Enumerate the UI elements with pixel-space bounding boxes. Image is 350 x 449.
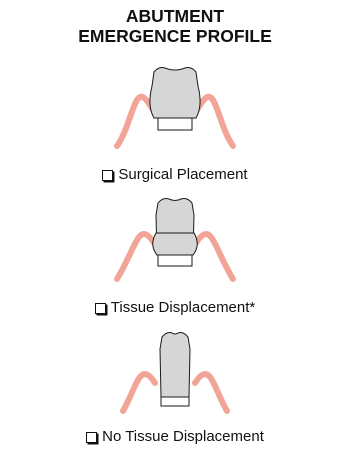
emergence-flare: [153, 233, 198, 255]
implant-platform: [158, 118, 192, 130]
option-label-tissue-displacement: Tissue Displacement*: [111, 299, 256, 317]
option-label-no-tissue-displacement: No Tissue Displacement: [102, 428, 264, 446]
option-tissue-displacement[interactable]: Tissue Displacement*: [0, 299, 350, 317]
gingiva-left: [117, 97, 153, 146]
abutment-body: [160, 333, 190, 398]
gingiva-left: [117, 234, 154, 279]
abutment-diagram-tissue-displacement: [105, 193, 245, 279]
checkbox-tissue-displacement[interactable]: [95, 303, 106, 314]
emergence-flare: [150, 86, 200, 118]
figure-title: ABUTMENT EMERGENCE PROFILE: [0, 6, 350, 46]
checkbox-surgical-placement[interactable]: [102, 170, 113, 181]
implant-platform: [158, 255, 192, 266]
implant-platform: [161, 397, 189, 406]
option-label-surgical-placement: Surgical Placement: [118, 166, 247, 184]
checkbox-no-tissue-displacement[interactable]: [86, 432, 97, 443]
gingiva-right: [195, 374, 227, 411]
title-line-2: EMERGENCE PROFILE: [0, 26, 350, 46]
abutment-diagram-no-tissue-displacement: [105, 327, 245, 413]
gingiva-right: [196, 234, 233, 279]
gingiva-right: [197, 97, 233, 146]
abutment-diagram-surgical-placement: [105, 62, 245, 148]
gingiva-left: [123, 374, 155, 411]
option-surgical-placement[interactable]: Surgical Placement: [0, 166, 350, 184]
option-no-tissue-displacement[interactable]: No Tissue Displacement: [0, 428, 350, 446]
title-line-1: ABUTMENT: [0, 6, 350, 26]
